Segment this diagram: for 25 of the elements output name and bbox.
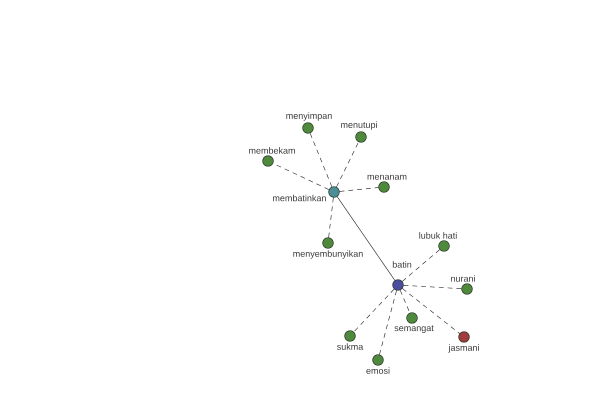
connector [379,290,397,355]
node-label: membekam [249,147,295,154]
node-label: lubuk hati [419,232,457,239]
connector [354,288,394,332]
node-label: semangat [394,325,434,333]
node-label: nurani [451,275,475,282]
connector [310,132,332,188]
node-label: menyimpan [286,112,332,121]
connector [339,187,379,192]
node-label: menyembunyikan [293,250,363,259]
node-label: emosi [366,367,390,374]
node-label: membatinkan [273,194,326,202]
connector [402,249,440,282]
connector [400,290,410,314]
node-label: batin [392,261,412,268]
connector [336,142,359,188]
connector [403,285,462,289]
connector [336,196,396,281]
connector [402,288,460,334]
node-label: sukma [337,343,364,350]
node-label: menanam [368,174,406,180]
connector [272,163,330,190]
node-label: menutupi [341,121,377,130]
node-label: jasmani [448,344,479,353]
connector [328,197,334,238]
